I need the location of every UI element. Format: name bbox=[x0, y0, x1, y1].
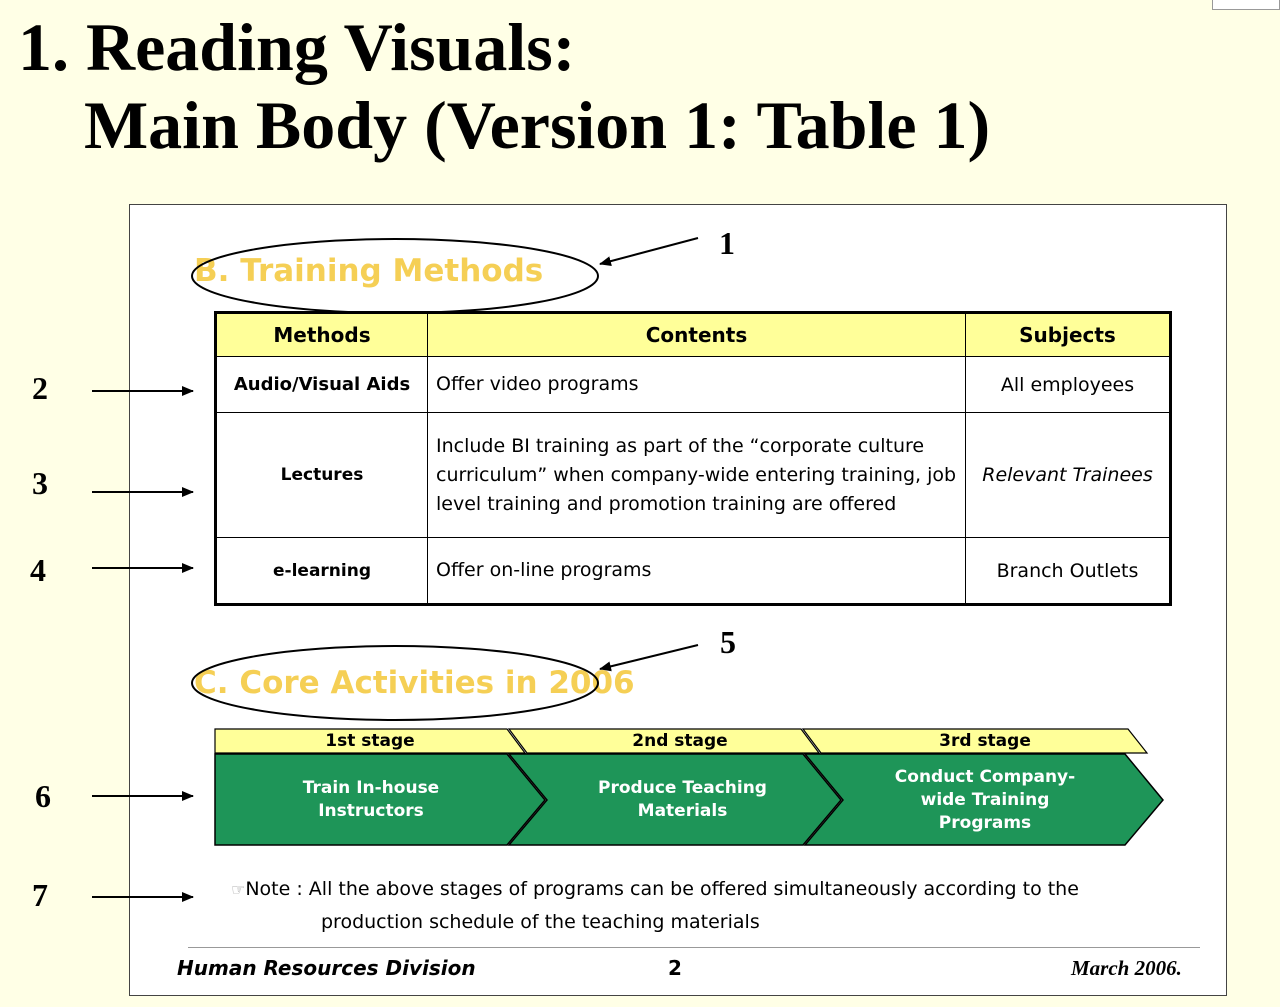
note-line-1: Note : All the above stages of programs … bbox=[245, 878, 1079, 900]
footer-page-number: 2 bbox=[668, 956, 682, 980]
table-header-row: Methods Contents Subjects bbox=[215, 312, 1171, 357]
footer-division: Human Resources Division bbox=[177, 956, 476, 980]
section-c-heading: C. Core Activities in 2006 bbox=[194, 665, 635, 701]
stage-1-chevron bbox=[214, 753, 546, 846]
corner-frame bbox=[1212, 0, 1280, 10]
callout-number-3: 3 bbox=[32, 465, 48, 501]
subject-cell: Branch Outlets bbox=[965, 537, 1171, 605]
stage-3-label: 3rd stage bbox=[939, 731, 1031, 751]
stage-1-label-bar bbox=[214, 728, 527, 754]
table-row: Audio/Visual Aids Offer video programs A… bbox=[215, 356, 1171, 413]
title-line-1: 1. Reading Visuals: bbox=[18, 9, 576, 85]
method-cell: Lectures bbox=[215, 412, 428, 538]
stage-3-chevron bbox=[803, 753, 1164, 846]
table-row: Lectures Include BI training as part of … bbox=[215, 412, 1171, 538]
training-methods-table: Methods Contents Subjects Audio/Visual A… bbox=[214, 311, 1172, 606]
header-contents: Contents bbox=[427, 312, 966, 357]
callout-number-5: 5 bbox=[720, 624, 736, 660]
title-line-2: Main Body (Version 1: Table 1) bbox=[84, 87, 991, 163]
subject-cell: Relevant Trainees bbox=[965, 412, 1171, 538]
stages-diagram bbox=[214, 728, 1164, 846]
callout-number-7: 7 bbox=[32, 877, 48, 913]
footer-divider bbox=[188, 947, 1200, 948]
contents-cell: Offer on-line programs bbox=[427, 537, 966, 605]
callout-number-4: 4 bbox=[30, 552, 46, 588]
callout-number-2: 2 bbox=[32, 370, 48, 406]
callout-number-6: 6 bbox=[35, 778, 51, 814]
footer-date: March 2006. bbox=[1071, 956, 1182, 980]
page-title: 1. Reading Visuals: Main Body (Version 1… bbox=[18, 8, 990, 164]
stage-2-body: Produce Teaching Materials bbox=[598, 778, 767, 821]
stage-2-label: 2nd stage bbox=[632, 731, 728, 751]
stage-3-body: Conduct Company-wide Training Programs bbox=[894, 766, 1076, 833]
section-b-heading: B. Training Methods bbox=[194, 253, 544, 289]
stage-3-label-bar bbox=[801, 728, 1149, 754]
subject-cell: All employees bbox=[965, 356, 1171, 413]
stage-1-body: Train In-house Instructors bbox=[302, 778, 440, 821]
contents-cell: Include BI training as part of the “corp… bbox=[427, 412, 966, 538]
stage-2-label-bar bbox=[507, 728, 821, 754]
header-subjects: Subjects bbox=[965, 312, 1171, 357]
note-line-2: production schedule of the teaching mate… bbox=[321, 911, 760, 933]
header-methods: Methods bbox=[215, 312, 428, 357]
stage-1-label: 1st stage bbox=[325, 731, 415, 751]
callout-number-1: 1 bbox=[719, 225, 735, 261]
stage-2-chevron bbox=[507, 753, 842, 846]
method-cell: Audio/Visual Aids bbox=[215, 356, 428, 413]
note-text: ☞Note : All the above stages of programs… bbox=[231, 873, 1151, 939]
pointing-hand-icon: ☞ bbox=[231, 880, 246, 899]
contents-cell: Offer video programs bbox=[427, 356, 966, 413]
method-cell: e-learning bbox=[215, 537, 428, 605]
table-row: e-learning Offer on-line programs Branch… bbox=[215, 537, 1171, 605]
